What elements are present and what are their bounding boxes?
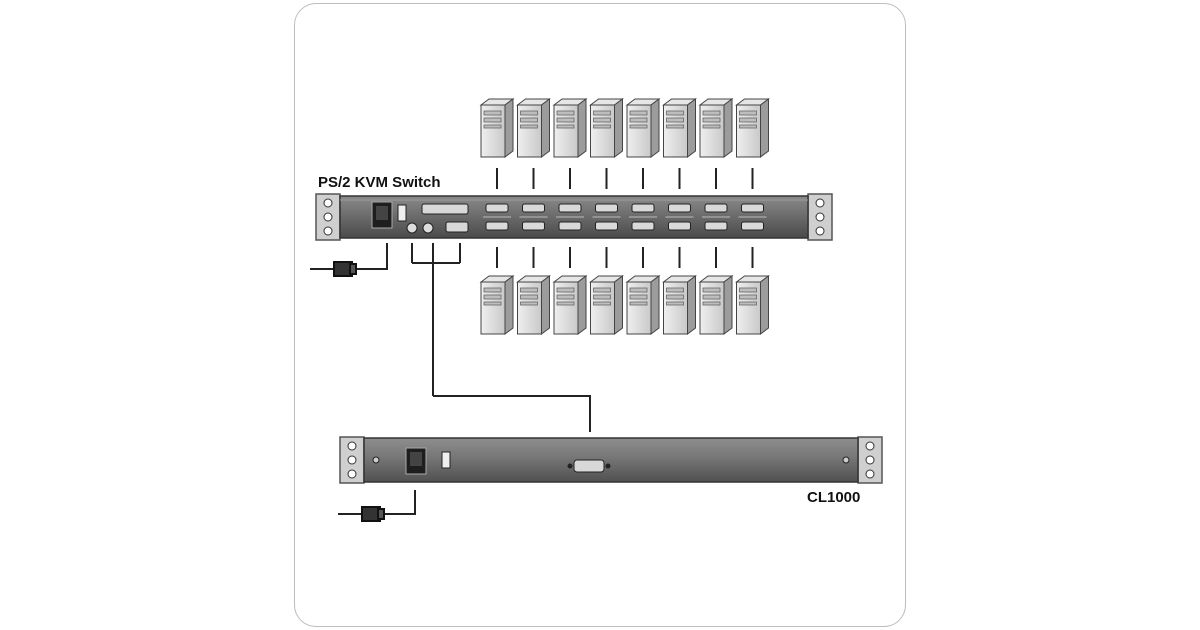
kvm-port-upper-5 [631, 203, 655, 213]
bottom-computer-4 [589, 275, 624, 335]
bottom-computer-5 [625, 275, 661, 335]
top-computer-6 [662, 98, 697, 158]
bottom-computer-6 [662, 275, 697, 335]
cl1000-console [339, 436, 883, 484]
top-computer-5 [625, 98, 661, 158]
kvm-port-upper-2 [522, 203, 545, 213]
computer-cables-group [496, 168, 754, 268]
kvm-port-upper-3 [558, 203, 582, 213]
kvm-power-cable [310, 243, 388, 277]
kvm-switch-label: PS/2 KVM Switch [318, 174, 441, 191]
top-computer-1 [479, 98, 515, 158]
kvm-port-lower-8 [741, 221, 764, 231]
kvm-port-upper-4 [595, 203, 618, 213]
top-computers-group [479, 98, 770, 158]
top-computer-7 [698, 98, 734, 158]
kvm-port-lower-7 [704, 221, 728, 231]
bottom-computers-group [479, 275, 770, 335]
top-computer-2 [516, 98, 551, 158]
kvm-port-lower-2 [522, 221, 545, 231]
kvm-port-upper-6 [668, 203, 691, 213]
kvm-port-lower-4 [595, 221, 618, 231]
bottom-computer-7 [698, 275, 734, 335]
kvm-port-upper-8 [741, 203, 764, 213]
kvm-port-lower-1 [485, 221, 509, 231]
top-computer-4 [589, 98, 624, 158]
kvm-port-group [483, 203, 767, 231]
kvm-port-upper-7 [704, 203, 728, 213]
console-cable [411, 243, 591, 432]
kvm-port-lower-3 [558, 221, 582, 231]
bottom-computer-2 [516, 275, 551, 335]
cl1000-label: CL1000 [807, 489, 861, 506]
kvm-port-upper-1 [485, 203, 509, 213]
kvm-port-lower-6 [668, 221, 691, 231]
top-computer-3 [552, 98, 588, 158]
cl1000-power-cable [338, 490, 416, 522]
top-computer-8 [735, 98, 770, 158]
bottom-computer-8 [735, 275, 770, 335]
kvm-port-lower-5 [631, 221, 655, 231]
bottom-computer-3 [552, 275, 588, 335]
bottom-computer-1 [479, 275, 515, 335]
